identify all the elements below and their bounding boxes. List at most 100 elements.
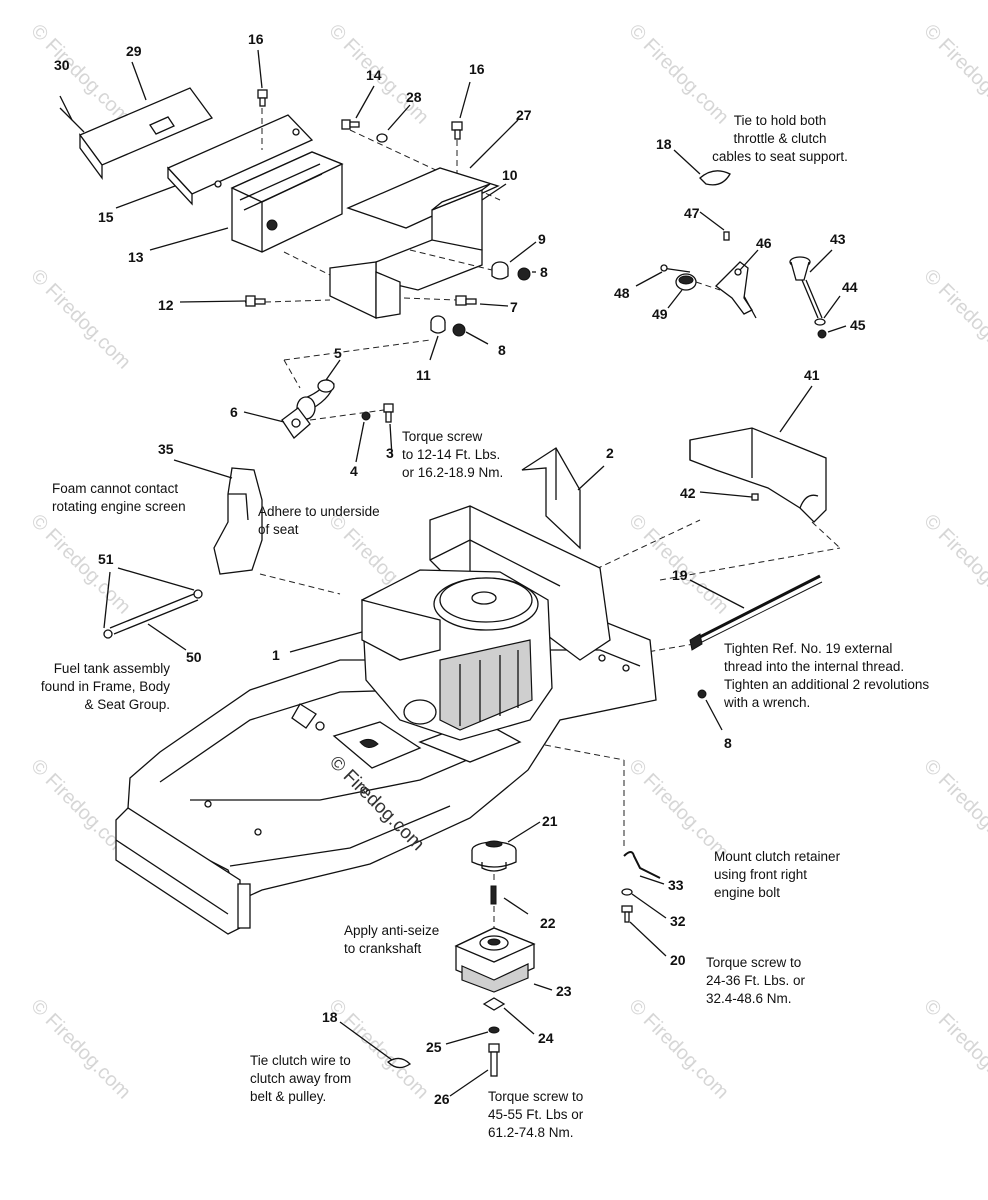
callout-2: 2 — [606, 445, 614, 461]
callout-3: 3 — [386, 445, 394, 461]
leader-line — [533, 983, 553, 991]
pipe-19 — [689, 574, 823, 651]
callout-19: 19 — [672, 567, 688, 583]
washer-4 — [361, 411, 371, 421]
note-torque-20: Torque screw to 24-36 Ft. Lbs. or 32.4-4… — [706, 955, 806, 1006]
note-adhere: Adhere to underside of seat — [258, 504, 380, 537]
leader-line — [355, 85, 375, 119]
leader-line — [387, 104, 411, 131]
callout-21: 21 — [542, 813, 558, 829]
leader-line — [117, 567, 195, 591]
callout-30: 30 — [54, 57, 70, 73]
note-fuel-tank: Fuel tank assembly found in Frame, Body … — [40, 661, 170, 712]
screw-14 — [341, 119, 360, 130]
dashed-guide — [409, 249, 493, 271]
callout-25: 25 — [426, 1039, 442, 1055]
callout-8: 8 — [540, 264, 548, 280]
washer-28 — [376, 133, 388, 143]
dashed-guide — [659, 547, 841, 581]
leader-line — [389, 423, 393, 457]
gasket-6 — [281, 407, 311, 439]
leader-line — [289, 631, 363, 653]
callout-43: 43 — [830, 231, 846, 247]
dashed-guide — [259, 573, 341, 595]
dashed-guide — [403, 297, 457, 301]
callout-5: 5 — [334, 345, 342, 361]
callout-20: 20 — [670, 952, 686, 968]
callout-8: 8 — [724, 735, 732, 751]
callout-16: 16 — [248, 31, 264, 47]
callout-11: 11 — [416, 367, 431, 383]
dashed-guide — [309, 409, 385, 421]
screw-16 — [257, 89, 268, 107]
pin-48 — [660, 264, 691, 273]
leader-line — [631, 893, 667, 919]
leader-line — [667, 289, 683, 309]
screw-12 — [245, 295, 266, 307]
leader-line — [469, 119, 519, 169]
note-tighten-19: Tighten Ref. No. 19 external thread into… — [724, 641, 930, 710]
dashed-guide — [264, 299, 331, 303]
dashed-guide — [283, 251, 331, 276]
leader-line — [779, 385, 813, 433]
leader-line — [445, 1031, 489, 1045]
lockwasher-25 — [488, 1026, 500, 1034]
leader-line — [459, 81, 471, 119]
leader-line — [827, 325, 847, 333]
callout-45: 45 — [850, 317, 866, 333]
nut-8a — [517, 267, 531, 281]
leader-line — [699, 211, 725, 231]
callout-18: 18 — [322, 1009, 338, 1025]
callout-29: 29 — [126, 43, 142, 59]
bushing-49 — [675, 273, 697, 291]
callout-23: 23 — [556, 983, 572, 999]
callout-49: 49 — [652, 306, 668, 322]
bolt-20 — [621, 905, 633, 923]
dashed-guide — [283, 359, 301, 389]
callout-8: 8 — [498, 342, 506, 358]
leader-line — [577, 465, 605, 491]
spacer-11 — [430, 315, 446, 334]
callout-48: 48 — [614, 285, 630, 301]
leader-line — [639, 875, 665, 885]
fuel-line-50 — [103, 589, 203, 639]
leader-line — [481, 183, 507, 201]
pulley-21 — [471, 840, 517, 872]
callout-26: 26 — [434, 1091, 450, 1107]
leader-line — [325, 359, 341, 381]
callout-47: 47 — [684, 205, 700, 221]
nut-8b — [452, 323, 466, 337]
callout-27: 27 — [516, 107, 532, 123]
shield-2 — [521, 447, 581, 550]
leader-line — [629, 921, 667, 957]
leader-line — [465, 331, 489, 345]
leader-line — [339, 1021, 393, 1061]
dashed-guide — [811, 521, 841, 549]
callout-16: 16 — [469, 61, 485, 77]
callout-50: 50 — [186, 649, 202, 665]
callout-42: 42 — [680, 485, 696, 501]
heat-shield-15 — [166, 114, 314, 206]
callout-44: 44 — [842, 279, 858, 295]
leader-line — [173, 459, 233, 479]
leader-line — [149, 227, 229, 251]
leader-line — [507, 821, 541, 843]
screw-7 — [455, 295, 477, 306]
leader-line — [823, 295, 841, 319]
leader-line — [179, 300, 247, 303]
leader-line — [809, 249, 833, 273]
shield-27 — [346, 167, 500, 229]
callout-9: 9 — [538, 231, 546, 247]
washer-24 — [482, 997, 506, 1011]
leader-line — [509, 241, 537, 263]
engine-1 — [361, 569, 553, 741]
note-tie-clutch-wire: Tie clutch wire to clutch away from belt… — [250, 1053, 352, 1104]
leader-line — [429, 335, 439, 361]
note-anti-seize: Apply anti-seize to crankshaft — [344, 923, 440, 956]
leader-line — [243, 411, 285, 423]
leader-line — [479, 303, 509, 307]
callout-28: 28 — [406, 89, 422, 105]
key-22 — [490, 885, 497, 905]
cover-41 — [689, 427, 827, 523]
